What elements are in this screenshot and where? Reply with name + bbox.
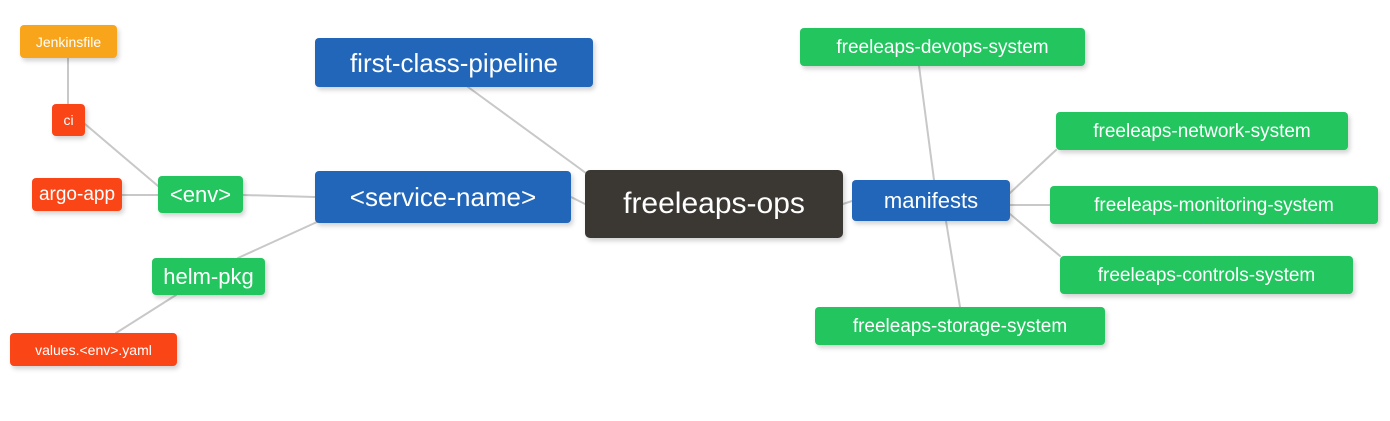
- edge-service-name-env: [242, 194, 316, 198]
- node-freeleaps-storage-system[interactable]: freeleaps-storage-system: [815, 307, 1105, 345]
- edge-service-name-helm-pkg: [237, 221, 318, 259]
- edge-root-service-name: [570, 196, 586, 205]
- node-freeleaps-network-system[interactable]: freeleaps-network-system: [1056, 112, 1348, 150]
- node-label: <env>: [169, 181, 232, 207]
- node-label: argo-app: [38, 184, 116, 205]
- node-label: freeleaps-controls-system: [1097, 264, 1316, 286]
- node-label: helm-pkg: [163, 263, 254, 289]
- node-label: freeleaps-storage-system: [852, 315, 1068, 337]
- node-freeleaps-ops[interactable]: freeleaps-ops: [585, 170, 843, 238]
- edge-helm-pkg-values-yaml: [115, 294, 177, 334]
- node-label: freeleaps-monitoring-system: [1094, 194, 1334, 216]
- node-label: freeleaps-devops-system: [836, 36, 1049, 58]
- node-env[interactable]: <env>: [158, 176, 243, 213]
- node-ci[interactable]: ci: [52, 104, 85, 136]
- node-label: values.<env>.yaml: [35, 341, 152, 358]
- edge-root-first-class-pipeline: [467, 86, 591, 177]
- node-label: manifests: [883, 187, 979, 213]
- node-manifests[interactable]: manifests: [852, 180, 1010, 221]
- edge-manifests-devops-system: [918, 65, 935, 181]
- node-freeleaps-devops-system[interactable]: freeleaps-devops-system: [800, 28, 1085, 66]
- node-label: freeleaps-ops: [623, 187, 805, 220]
- node-label: first-class-pipeline: [349, 47, 559, 78]
- node-label: <service-name>: [349, 182, 537, 212]
- node-label: Jenkinsfile: [35, 33, 102, 50]
- node-jenkinsfile[interactable]: Jenkinsfile: [20, 25, 117, 58]
- node-first-class-pipeline[interactable]: first-class-pipeline: [315, 38, 593, 87]
- node-argo-app[interactable]: argo-app: [32, 178, 122, 211]
- node-freeleaps-controls-system[interactable]: freeleaps-controls-system: [1060, 256, 1353, 294]
- edge-manifests-network-system: [1009, 149, 1057, 194]
- node-freeleaps-monitoring-system[interactable]: freeleaps-monitoring-system: [1050, 186, 1378, 224]
- node-helm-pkg[interactable]: helm-pkg: [152, 258, 265, 295]
- edge-root-manifests: [842, 200, 853, 205]
- node-label: ci: [63, 112, 74, 128]
- edge-env-ci: [84, 123, 159, 187]
- edge-manifests-storage-system: [945, 220, 961, 308]
- node-values-yaml[interactable]: values.<env>.yaml: [10, 333, 177, 366]
- node-label: freeleaps-network-system: [1093, 120, 1311, 142]
- node-service-name[interactable]: <service-name>: [315, 171, 571, 223]
